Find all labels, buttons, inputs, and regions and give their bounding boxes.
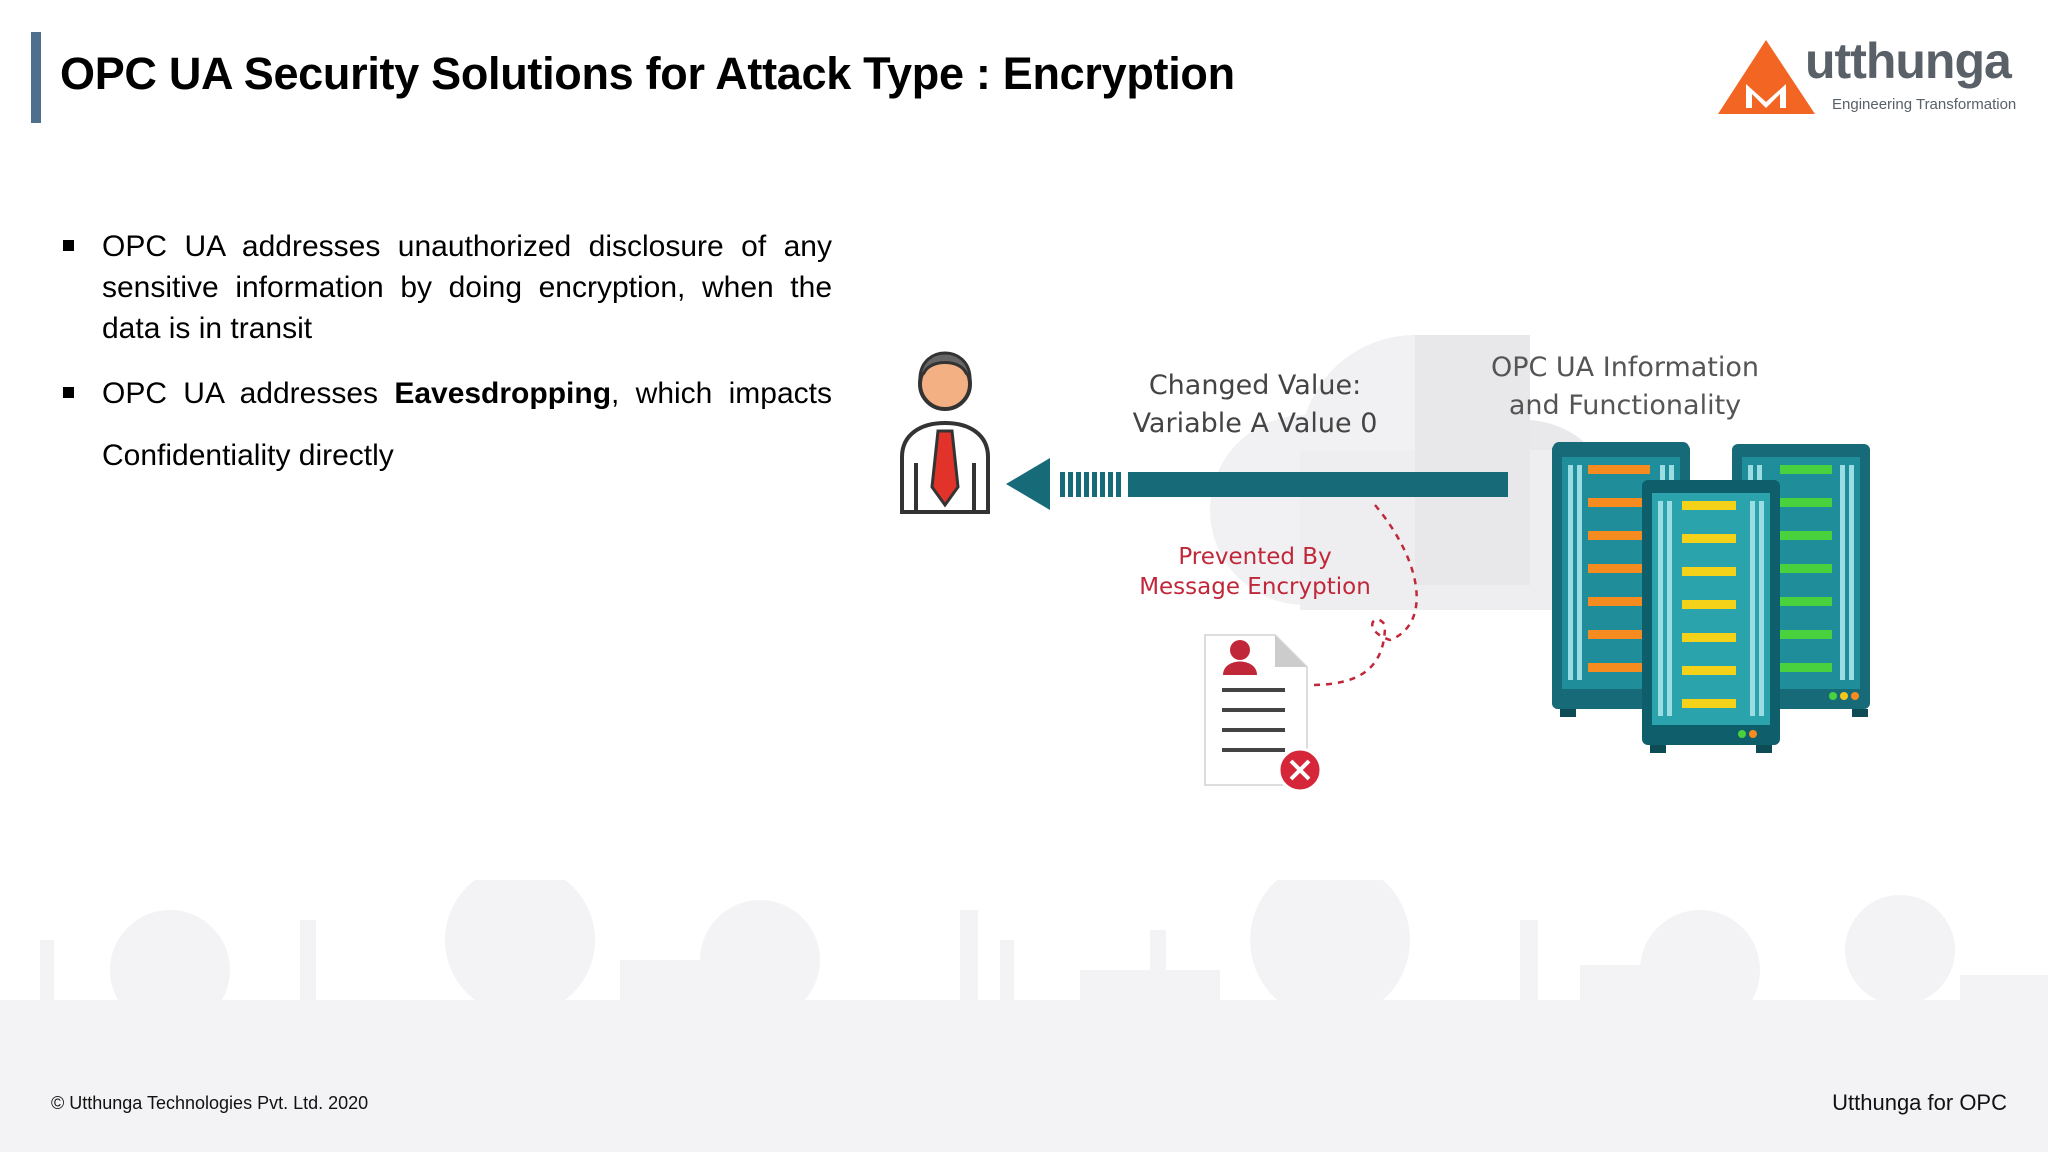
left-arrow-icon <box>1006 458 1508 510</box>
logo-tagline: Engineering Transformation <box>1832 96 2017 113</box>
prevented-label: Prevented By Message Encryption <box>1105 542 1405 602</box>
changed-value-line1: Changed Value: <box>1148 370 1362 401</box>
bullet-square-icon <box>63 387 74 398</box>
bullet-item: OPC UA addresses Eavesdropping, which im… <box>60 363 832 487</box>
bullet-text: OPC UA addresses unauthorized disclosure… <box>102 230 832 345</box>
cloud-line2: and Functionality <box>1508 390 1742 421</box>
cloud-label: OPC UA Information and Functionality <box>1490 349 1760 425</box>
document-icon <box>1204 634 1308 786</box>
bullet-text-suffix: , which impacts Confidentiality directly <box>102 377 832 472</box>
logo-mark-icon <box>1718 40 1815 114</box>
footer-brand: Utthunga for OPC <box>1832 1090 2007 1115</box>
bullet-text-prefix: OPC UA addresses <box>102 377 395 410</box>
cloud-line1: OPC UA Information <box>1490 352 1760 383</box>
bullet-square-icon <box>63 240 74 251</box>
bullet-item: OPC UA addresses unauthorized disclosure… <box>60 226 832 349</box>
bullet-bold-term: Eavesdropping <box>394 377 612 410</box>
industrial-skyline-watermark <box>0 880 2048 1152</box>
servers-graphic <box>1552 444 1870 753</box>
footer-copyright: © Utthunga Technologies Pvt. Ltd. 2020 <box>51 1093 369 1113</box>
prevented-line2: Message Encryption <box>1139 574 1371 600</box>
title-accent-bar <box>31 32 41 123</box>
encryption-diagram: Changed Value: Variable A Value 0 Preven… <box>880 225 1940 825</box>
changed-value-label: Changed Value: Variable A Value 0 <box>1105 367 1405 443</box>
prevented-line1: Prevented By <box>1178 544 1332 570</box>
person-icon <box>900 351 990 514</box>
bullet-list: OPC UA addresses unauthorized disclosure… <box>60 226 832 487</box>
dashed-connector <box>1309 504 1418 687</box>
changed-value-line2: Variable A Value 0 <box>1132 408 1378 439</box>
logo-wordmark: utthunga <box>1805 33 2012 89</box>
utthunga-logo: utthunga Engineering Transformation <box>1718 33 2016 120</box>
page-title: OPC UA Security Solutions for Attack Typ… <box>60 48 1235 99</box>
server-middle-icon <box>1642 480 1780 753</box>
close-icon <box>1277 747 1323 793</box>
